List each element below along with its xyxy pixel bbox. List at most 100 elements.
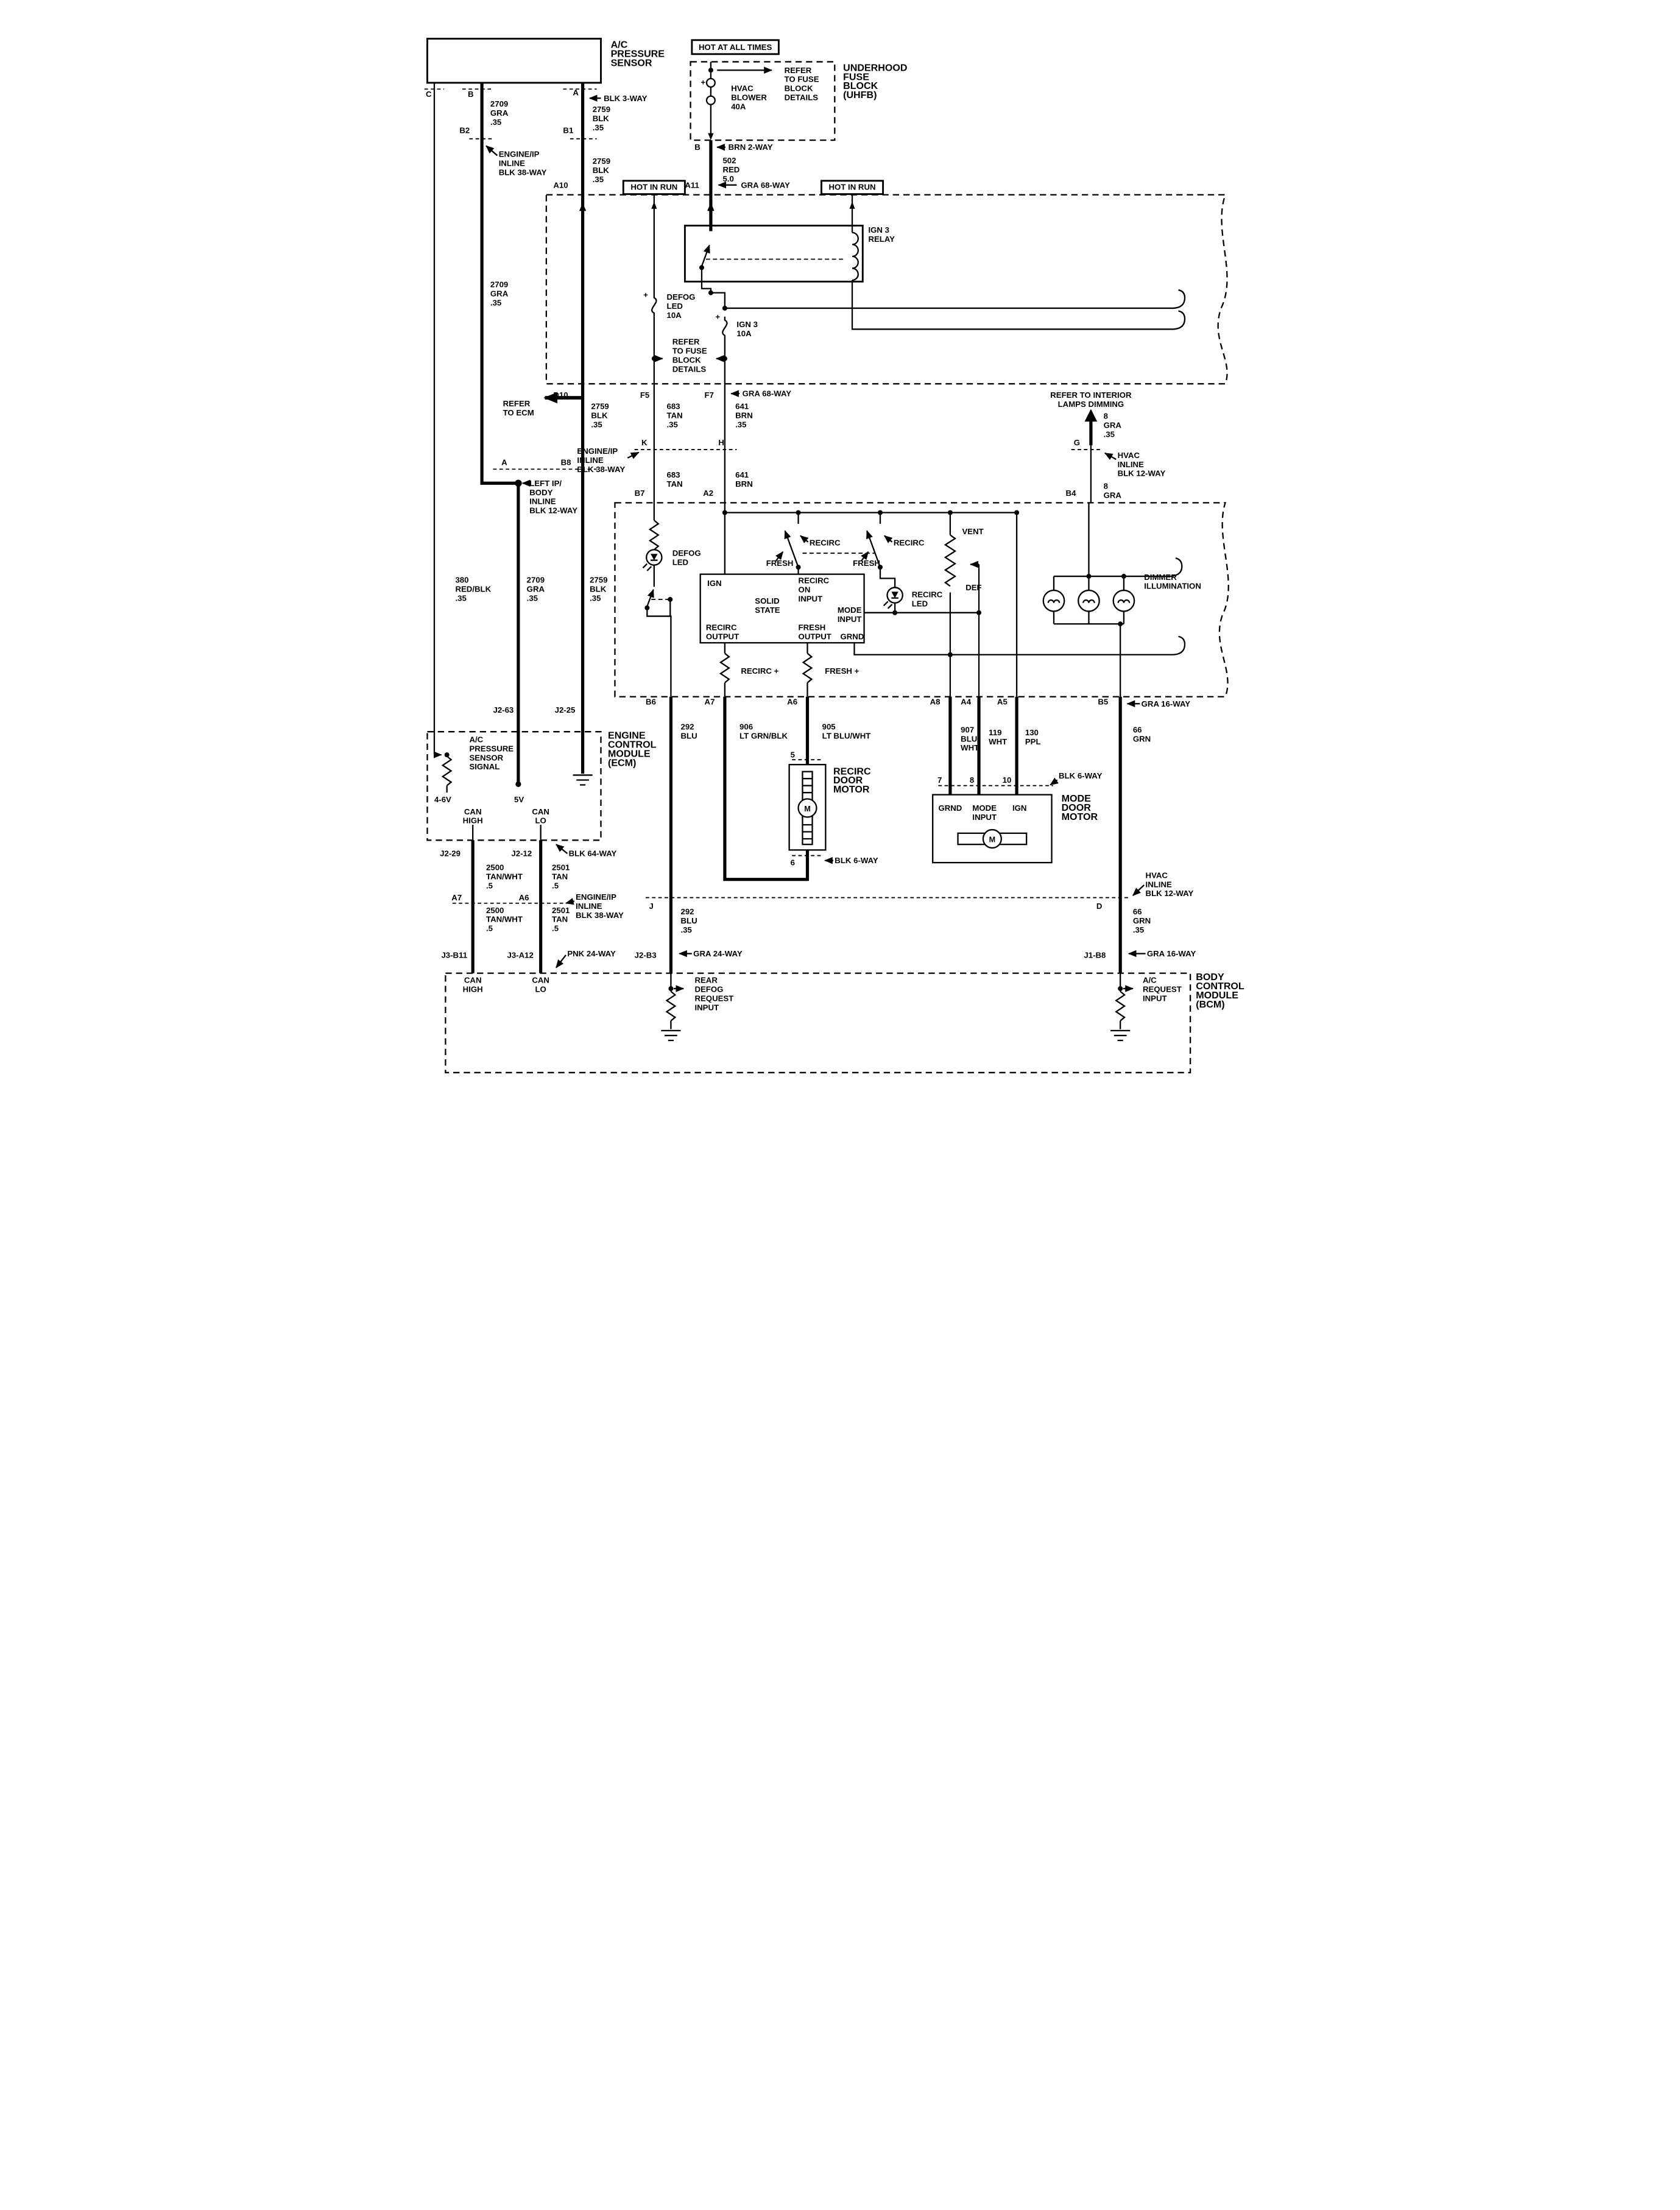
pin-f5: F5 bbox=[640, 390, 649, 400]
pin-a6-can: A6 bbox=[518, 893, 529, 902]
pin-a4: A4 bbox=[961, 697, 972, 706]
pin-a2: A2 bbox=[703, 489, 713, 498]
plus-uhfb: + bbox=[701, 77, 705, 86]
pin-10: 10 bbox=[1002, 775, 1011, 785]
fresh-plus: FRESH + bbox=[825, 666, 859, 676]
pin-a7-ctrl: A7 bbox=[704, 697, 715, 706]
pin-b6: B6 bbox=[646, 697, 656, 706]
pin-j2-b3: J2-B3 bbox=[634, 950, 656, 959]
conn-blk-64way: BLK 64-WAY bbox=[568, 849, 616, 858]
ign3-relay-coil bbox=[852, 231, 859, 281]
pin-j: J bbox=[649, 902, 653, 911]
recirc-output-resistor bbox=[719, 652, 730, 683]
pin-b2: B2 bbox=[459, 126, 470, 135]
conn-brn-2way: BRN 2-WAY bbox=[728, 143, 772, 152]
mode-motor-m: M bbox=[989, 836, 995, 844]
sensor-pin-c: C bbox=[426, 90, 432, 99]
hvac-control-box bbox=[613, 502, 1229, 697]
dimmer-lamp-1 bbox=[1042, 589, 1065, 612]
pin-k: K bbox=[641, 438, 647, 447]
conn-blk6-recirc: BLK 6-WAY bbox=[835, 856, 878, 865]
pin-d: D bbox=[1096, 902, 1102, 911]
pin-h: H bbox=[718, 438, 724, 447]
pin-b-uhfb: B bbox=[694, 143, 701, 152]
sensor-pin-b: B bbox=[467, 90, 473, 99]
mode-potentiometer bbox=[944, 534, 956, 587]
hot-in-run-2: HOT IN RUN bbox=[828, 183, 875, 192]
sensor-pin-a: A bbox=[573, 88, 579, 97]
pin-b7: B7 bbox=[634, 489, 644, 498]
hvac-blower-fuse-symbol bbox=[705, 77, 716, 105]
leader-arrows bbox=[485, 66, 1146, 992]
pin-a8: A8 bbox=[930, 697, 940, 706]
ign3-relay-box bbox=[683, 224, 864, 283]
recirc-door-motor-symbol bbox=[788, 764, 827, 851]
defog-led-fuse-symbol bbox=[651, 293, 657, 317]
pin-5: 5 bbox=[790, 750, 794, 760]
conn-blk-3way: BLK 3-WAY bbox=[604, 94, 648, 103]
hot-in-run-1: HOT IN RUN bbox=[630, 183, 677, 192]
bcm-defog-ground bbox=[660, 1029, 682, 1042]
conn-gra68-bot: GRA 68-WAY bbox=[742, 389, 791, 398]
defog-led-symbol bbox=[641, 549, 663, 572]
pot-def: DEF bbox=[965, 583, 981, 592]
bcm-box bbox=[444, 972, 1191, 1073]
pin-7: 7 bbox=[937, 775, 942, 785]
pin-b1: B1 bbox=[563, 126, 573, 135]
plus-ign3-fuse: + bbox=[715, 312, 720, 321]
underhood-fuse-block-box bbox=[689, 61, 835, 141]
dimmer-lamp-3 bbox=[1112, 589, 1135, 612]
pin-6: 6 bbox=[790, 858, 794, 867]
ip-fuse-block-box bbox=[545, 194, 1228, 385]
pin-d10: D10 bbox=[553, 390, 568, 400]
bcm-ac-resistor bbox=[1115, 990, 1125, 1022]
plus-defog-fuse: + bbox=[643, 291, 648, 300]
pin-a10: A10 bbox=[553, 180, 568, 189]
fresh-output-resistor bbox=[802, 652, 813, 683]
pin-8: 8 bbox=[969, 775, 973, 785]
hot-at-all-times-box bbox=[690, 39, 780, 55]
pin-g: G bbox=[1073, 438, 1079, 447]
pin-j2-25: J2-25 bbox=[554, 705, 575, 715]
recirc-motor-m: M bbox=[804, 805, 811, 813]
